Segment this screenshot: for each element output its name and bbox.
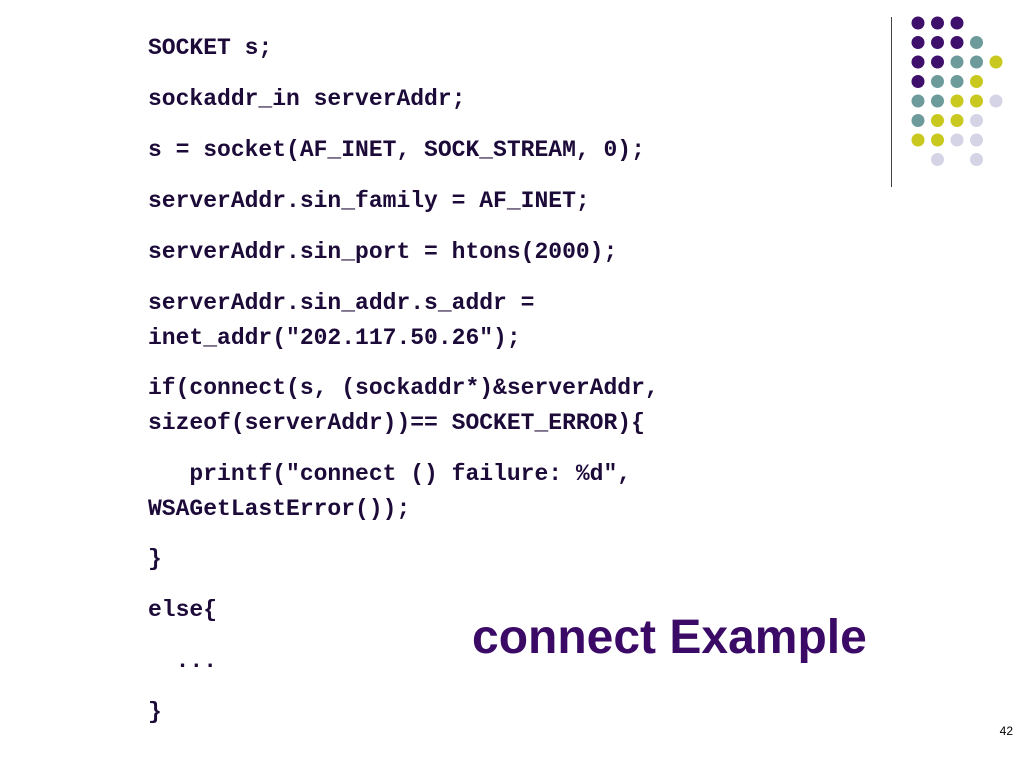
decorative-dot bbox=[911, 36, 925, 49]
code-line: } bbox=[148, 546, 162, 572]
decorative-dot bbox=[950, 94, 964, 108]
decorative-dot bbox=[931, 94, 944, 108]
decorative-dot bbox=[970, 114, 983, 127]
decorative-dot bbox=[970, 153, 983, 166]
decorative-dot bbox=[931, 75, 944, 88]
code-line: serverAddr.sin_port = htons(2000); bbox=[148, 239, 618, 265]
decorative-dot bbox=[950, 16, 964, 30]
decorative-dot bbox=[911, 55, 925, 69]
code-line: SOCKET s; bbox=[148, 35, 273, 61]
code-line: s = socket(AF_INET, SOCK_STREAM, 0); bbox=[148, 137, 645, 163]
divider-line bbox=[891, 17, 892, 187]
decorative-dot bbox=[970, 94, 983, 108]
decorative-dot bbox=[911, 133, 925, 147]
decorative-dot bbox=[970, 75, 983, 88]
code-line: sockaddr_in serverAddr; bbox=[148, 86, 466, 112]
code-line: } bbox=[148, 699, 162, 725]
code-line: else{ bbox=[148, 597, 218, 623]
decorative-dot bbox=[931, 153, 944, 166]
page-number: 42 bbox=[999, 724, 1013, 738]
code-line: printf("connect () failure: %d", bbox=[148, 461, 632, 487]
code-line: serverAddr.sin_addr.s_addr = bbox=[148, 290, 535, 316]
code-line: WSAGetLastError()); bbox=[148, 496, 411, 522]
code-line: serverAddr.sin_family = AF_INET; bbox=[148, 188, 590, 214]
decorative-dot bbox=[970, 133, 983, 147]
code-line: if(connect(s, (sockaddr*)&serverAddr, bbox=[148, 375, 659, 401]
decorative-dot bbox=[911, 94, 925, 108]
decorative-dot bbox=[989, 94, 1003, 108]
decorative-dot bbox=[911, 16, 925, 30]
decorative-dot bbox=[989, 55, 1003, 69]
decorative-dot bbox=[950, 114, 964, 127]
code-line: sizeof(serverAddr))== SOCKET_ERROR){ bbox=[148, 410, 645, 436]
slide-title: connect Example bbox=[472, 611, 867, 664]
decorative-dot bbox=[931, 16, 944, 30]
decorative-dot bbox=[931, 55, 944, 69]
decorative-dot bbox=[931, 133, 944, 147]
decorative-dot bbox=[911, 114, 925, 127]
decorative-dot bbox=[970, 55, 983, 69]
decorative-dot bbox=[950, 133, 964, 147]
decorative-dot bbox=[970, 36, 983, 49]
code-line: ... bbox=[148, 648, 218, 674]
code-line: inet_addr("202.117.50.26"); bbox=[148, 325, 521, 351]
decorative-dot bbox=[950, 55, 964, 69]
decorative-dot-grid bbox=[911, 16, 1003, 166]
decorative-dot bbox=[950, 75, 964, 88]
decorative-dot bbox=[931, 36, 944, 49]
decorative-dot bbox=[931, 114, 944, 127]
decorative-dot bbox=[950, 36, 964, 49]
decorative-dot bbox=[911, 75, 925, 88]
